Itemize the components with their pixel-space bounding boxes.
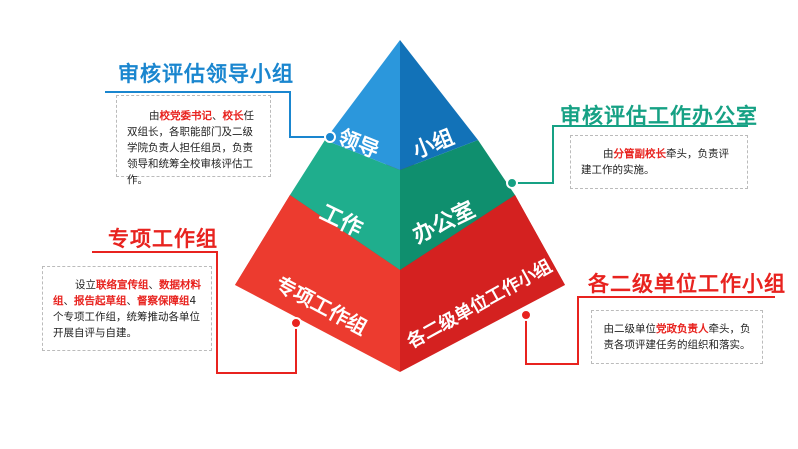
blue-tier-left-face — [325, 40, 400, 170]
red-tier-right-face — [400, 195, 565, 372]
text: 由 — [149, 110, 160, 122]
connector-leadership — [105, 91, 330, 138]
text: 4个专项工作组，统筹推动各单位开展自评与自建。 — [53, 295, 200, 339]
office-description: 由分管副校长牵头，负责评建工作的实施。 — [570, 135, 748, 189]
highlight-text: 校党委书记 — [159, 110, 213, 122]
special-groups-description: 设立联络宣传组、数据材料组、报告起草组、督察保障组4个专项工作组，统筹推动各单位… — [42, 266, 212, 351]
highlight-text: 联络宣传组 — [96, 279, 149, 291]
leadership-description: 由校党委书记、校长任双组长，各职能部门及二级学院负责人担任组员，负责领导和统筹全… — [116, 95, 271, 186]
highlight-text: 党政负责人 — [656, 323, 709, 335]
units-title: 各二级单位工作小组 — [588, 272, 786, 296]
connector-units — [525, 296, 775, 365]
red-tier-left-face — [235, 195, 400, 372]
text: 、 — [212, 110, 223, 122]
text: 、 — [63, 295, 75, 307]
green-tier-left-face — [290, 140, 400, 270]
text: 由 — [603, 148, 614, 160]
special-groups-title: 专项工作组 — [108, 227, 218, 251]
highlight-text: 分管副校长 — [613, 148, 667, 160]
text: 由二级单位 — [603, 323, 657, 335]
connector-dot-units — [520, 309, 532, 321]
units-description: 由二级单位党政负责人牵头，负责各项评建任务的组织和落实。 — [591, 310, 763, 364]
text: 牵头，负责各项评建任务的组织和落实。 — [603, 323, 751, 351]
connector-office — [512, 125, 748, 184]
highlight-text: 督察保障组 — [137, 295, 190, 307]
green-tier-right-face — [400, 140, 515, 270]
connector-special — [92, 251, 297, 374]
text: 任双组长，各职能部门及二级学院负责人担任组员，负责领导和统筹全校审核评估工作。 — [127, 110, 254, 186]
text: 、 — [126, 295, 138, 307]
text: 、 — [148, 279, 160, 291]
highlight-text: 报告起草组 — [74, 295, 127, 307]
leadership-title: 审核评估领导小组 — [118, 62, 294, 86]
connector-dot-special — [290, 317, 302, 329]
highlight-text: 校长 — [222, 110, 244, 122]
text: 牵头，负责评建工作的实施。 — [581, 148, 729, 176]
blue-tier-right-face — [400, 40, 478, 170]
connector-dot-office — [506, 177, 518, 189]
office-title: 审核评估工作办公室 — [560, 104, 758, 128]
connector-dot-leadership — [324, 131, 336, 143]
highlight-text: 数据材料组 — [53, 279, 201, 307]
text: 设立 — [75, 279, 96, 291]
